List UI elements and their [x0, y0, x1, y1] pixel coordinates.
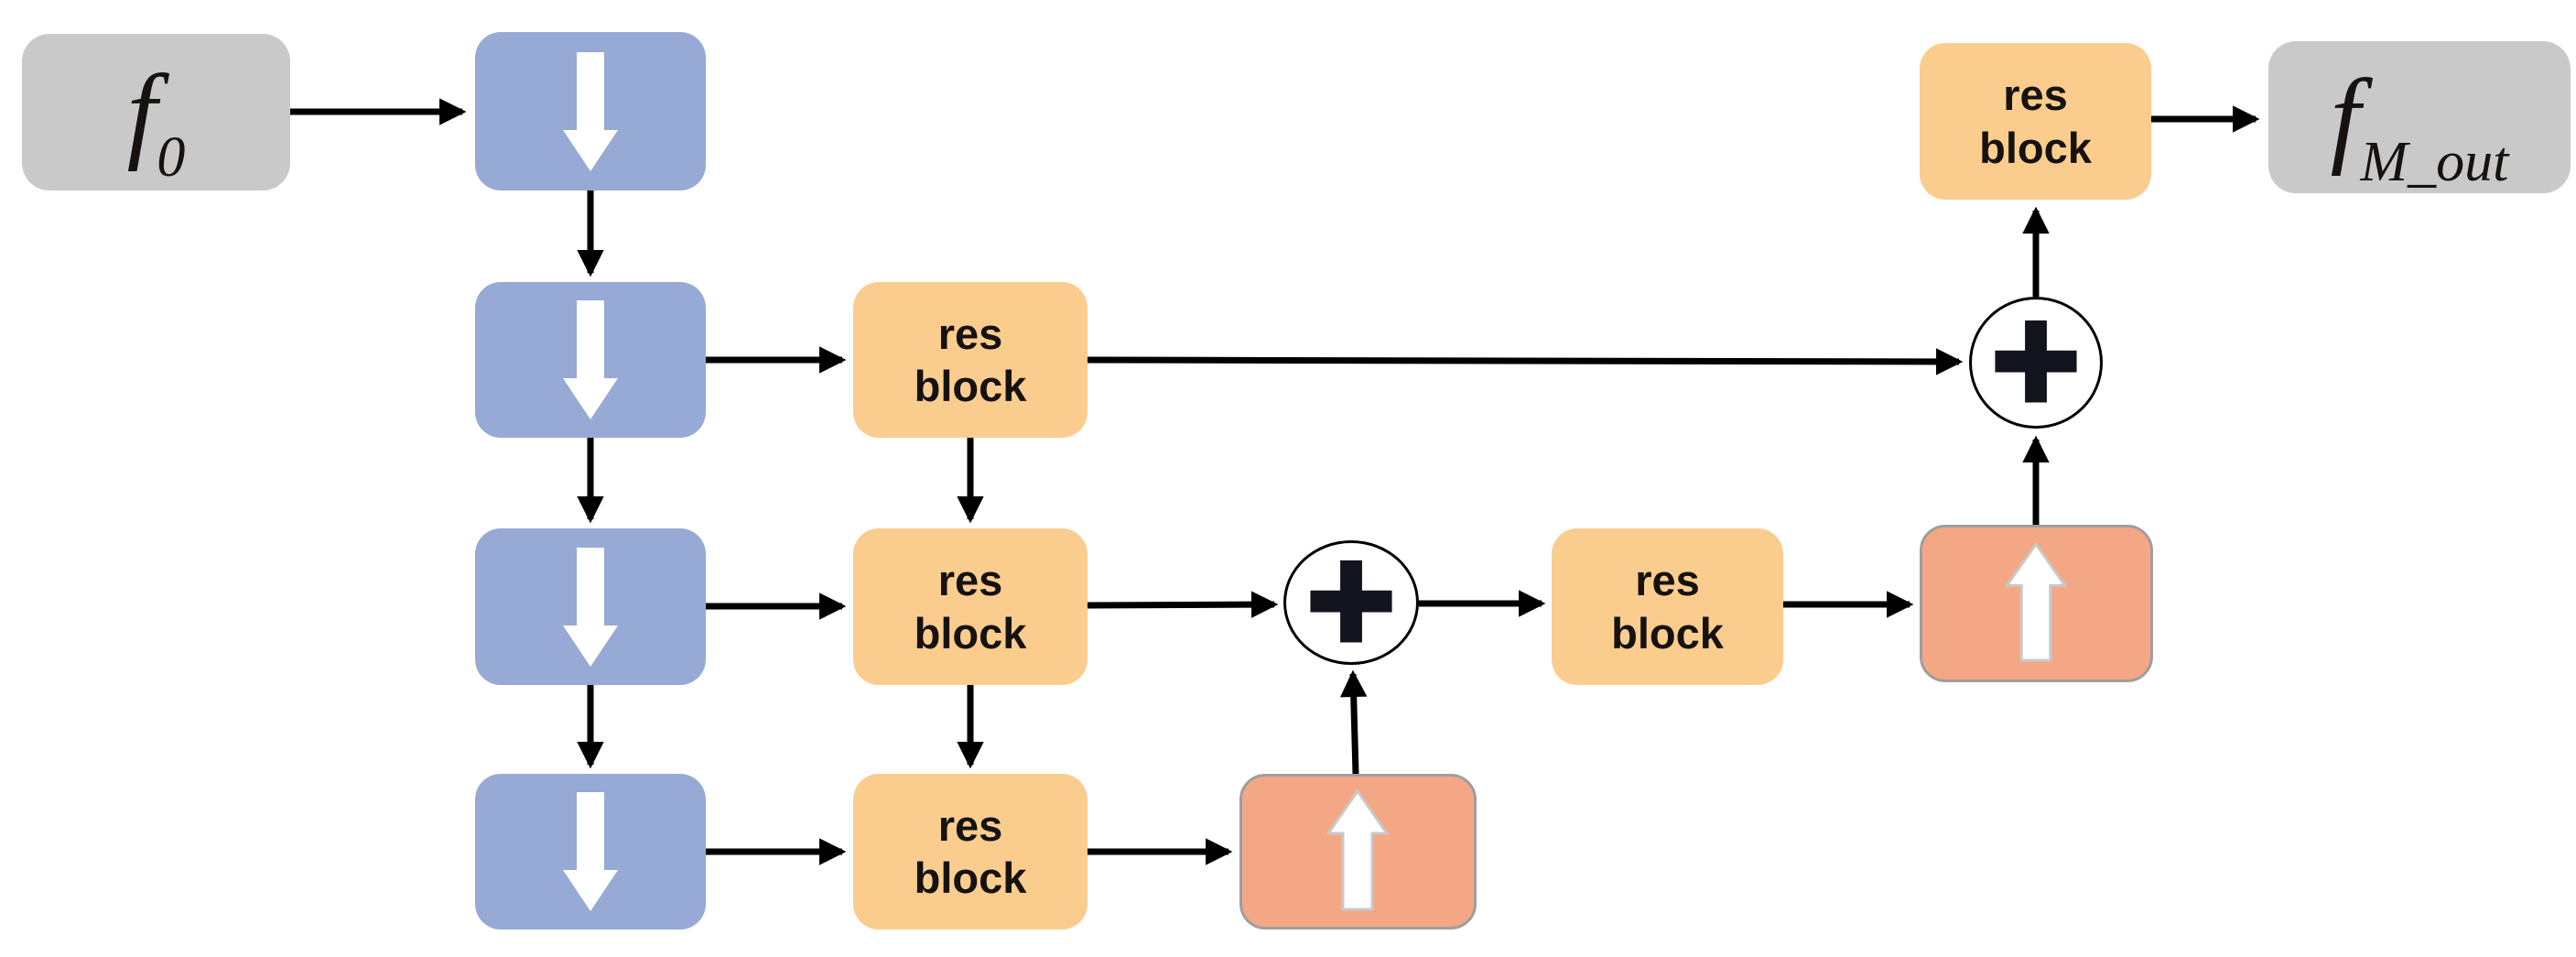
down-block-3 [475, 528, 706, 685]
down-arrow-icon [563, 300, 618, 419]
arrow-res2-to-sum1 [1087, 591, 1279, 618]
down-block-1 [475, 32, 706, 190]
res-block-5: res block [1920, 43, 2151, 200]
arrow-skip-res1-to-sum2 [1087, 348, 1964, 375]
res-block-1: res block [853, 282, 1088, 438]
up-block-2 [1920, 525, 2153, 682]
down-block-4 [475, 774, 706, 930]
res-block-label: res block [1611, 556, 1724, 658]
arrow-up1-to-sum1 [1339, 669, 1368, 775]
input-node: f0 [22, 34, 290, 190]
up-arrow-icon [1326, 788, 1390, 911]
res-block-4: res block [1552, 528, 1783, 685]
up-arrow-icon [2004, 541, 2068, 662]
sum-node-2: + [1969, 290, 2103, 429]
res-block-label: res block [914, 309, 1027, 410]
sum-node-1: + [1283, 530, 1419, 667]
input-label: f0 [126, 51, 186, 189]
plus-icon: + [1298, 530, 1404, 667]
output-label: fM_out [2330, 57, 2509, 193]
plus-icon: + [1983, 290, 2089, 427]
up-block-1 [1239, 774, 1477, 930]
res-block-label: res block [1979, 71, 2092, 172]
down-arrow-icon [563, 792, 618, 911]
res-block-label: res block [914, 800, 1027, 902]
output-node: fM_out [2268, 41, 2571, 193]
down-arrow-icon [563, 547, 618, 667]
down-arrow-icon [563, 51, 618, 171]
res-block-3: res block [853, 774, 1088, 930]
res-block-label: res block [914, 556, 1027, 658]
down-block-2 [475, 282, 706, 438]
res-block-2: res block [853, 528, 1088, 685]
